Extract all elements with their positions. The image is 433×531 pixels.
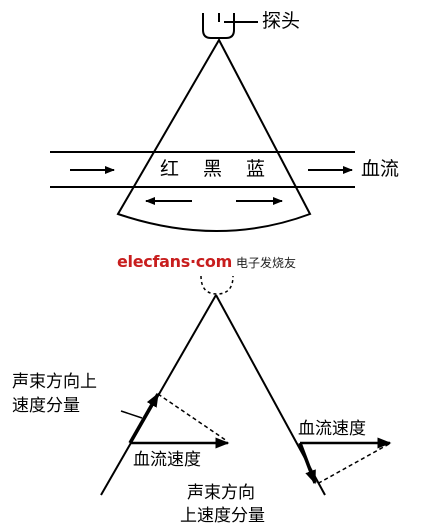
left-velocity-label: 血流速度 bbox=[133, 450, 201, 470]
color-label-blue: 蓝 bbox=[246, 158, 266, 180]
color-label-red: 红 bbox=[160, 158, 180, 180]
left-beam-component-arrow bbox=[128, 392, 160, 444]
watermark-probe-outline bbox=[200, 275, 234, 295]
watermark-logo: elecfans·com bbox=[117, 252, 232, 271]
probe-icon bbox=[202, 13, 258, 39]
left-label-leader bbox=[120, 410, 143, 419]
left-projection-dashed bbox=[157, 393, 228, 442]
right-projection-dashed bbox=[316, 443, 390, 485]
color-label-black: 黑 bbox=[203, 158, 223, 180]
left-component-label-line1: 声束方向上 bbox=[12, 372, 97, 392]
blood-flow-label: 血流 bbox=[361, 158, 400, 180]
left-component-label-line2: 速度分量 bbox=[12, 396, 80, 416]
right-beam-component-arrow bbox=[298, 442, 317, 485]
right-component-label-line2: 上速度分量 bbox=[180, 506, 265, 526]
right-velocity-label: 血流速度 bbox=[298, 419, 366, 439]
right-component-label-line1: 声束方向 bbox=[187, 483, 255, 503]
watermark-subtitle: 电子发烧友 bbox=[235, 256, 296, 270]
probe-label: 探头 bbox=[262, 10, 301, 32]
ultrasound-beam-sector bbox=[116, 37, 312, 232]
